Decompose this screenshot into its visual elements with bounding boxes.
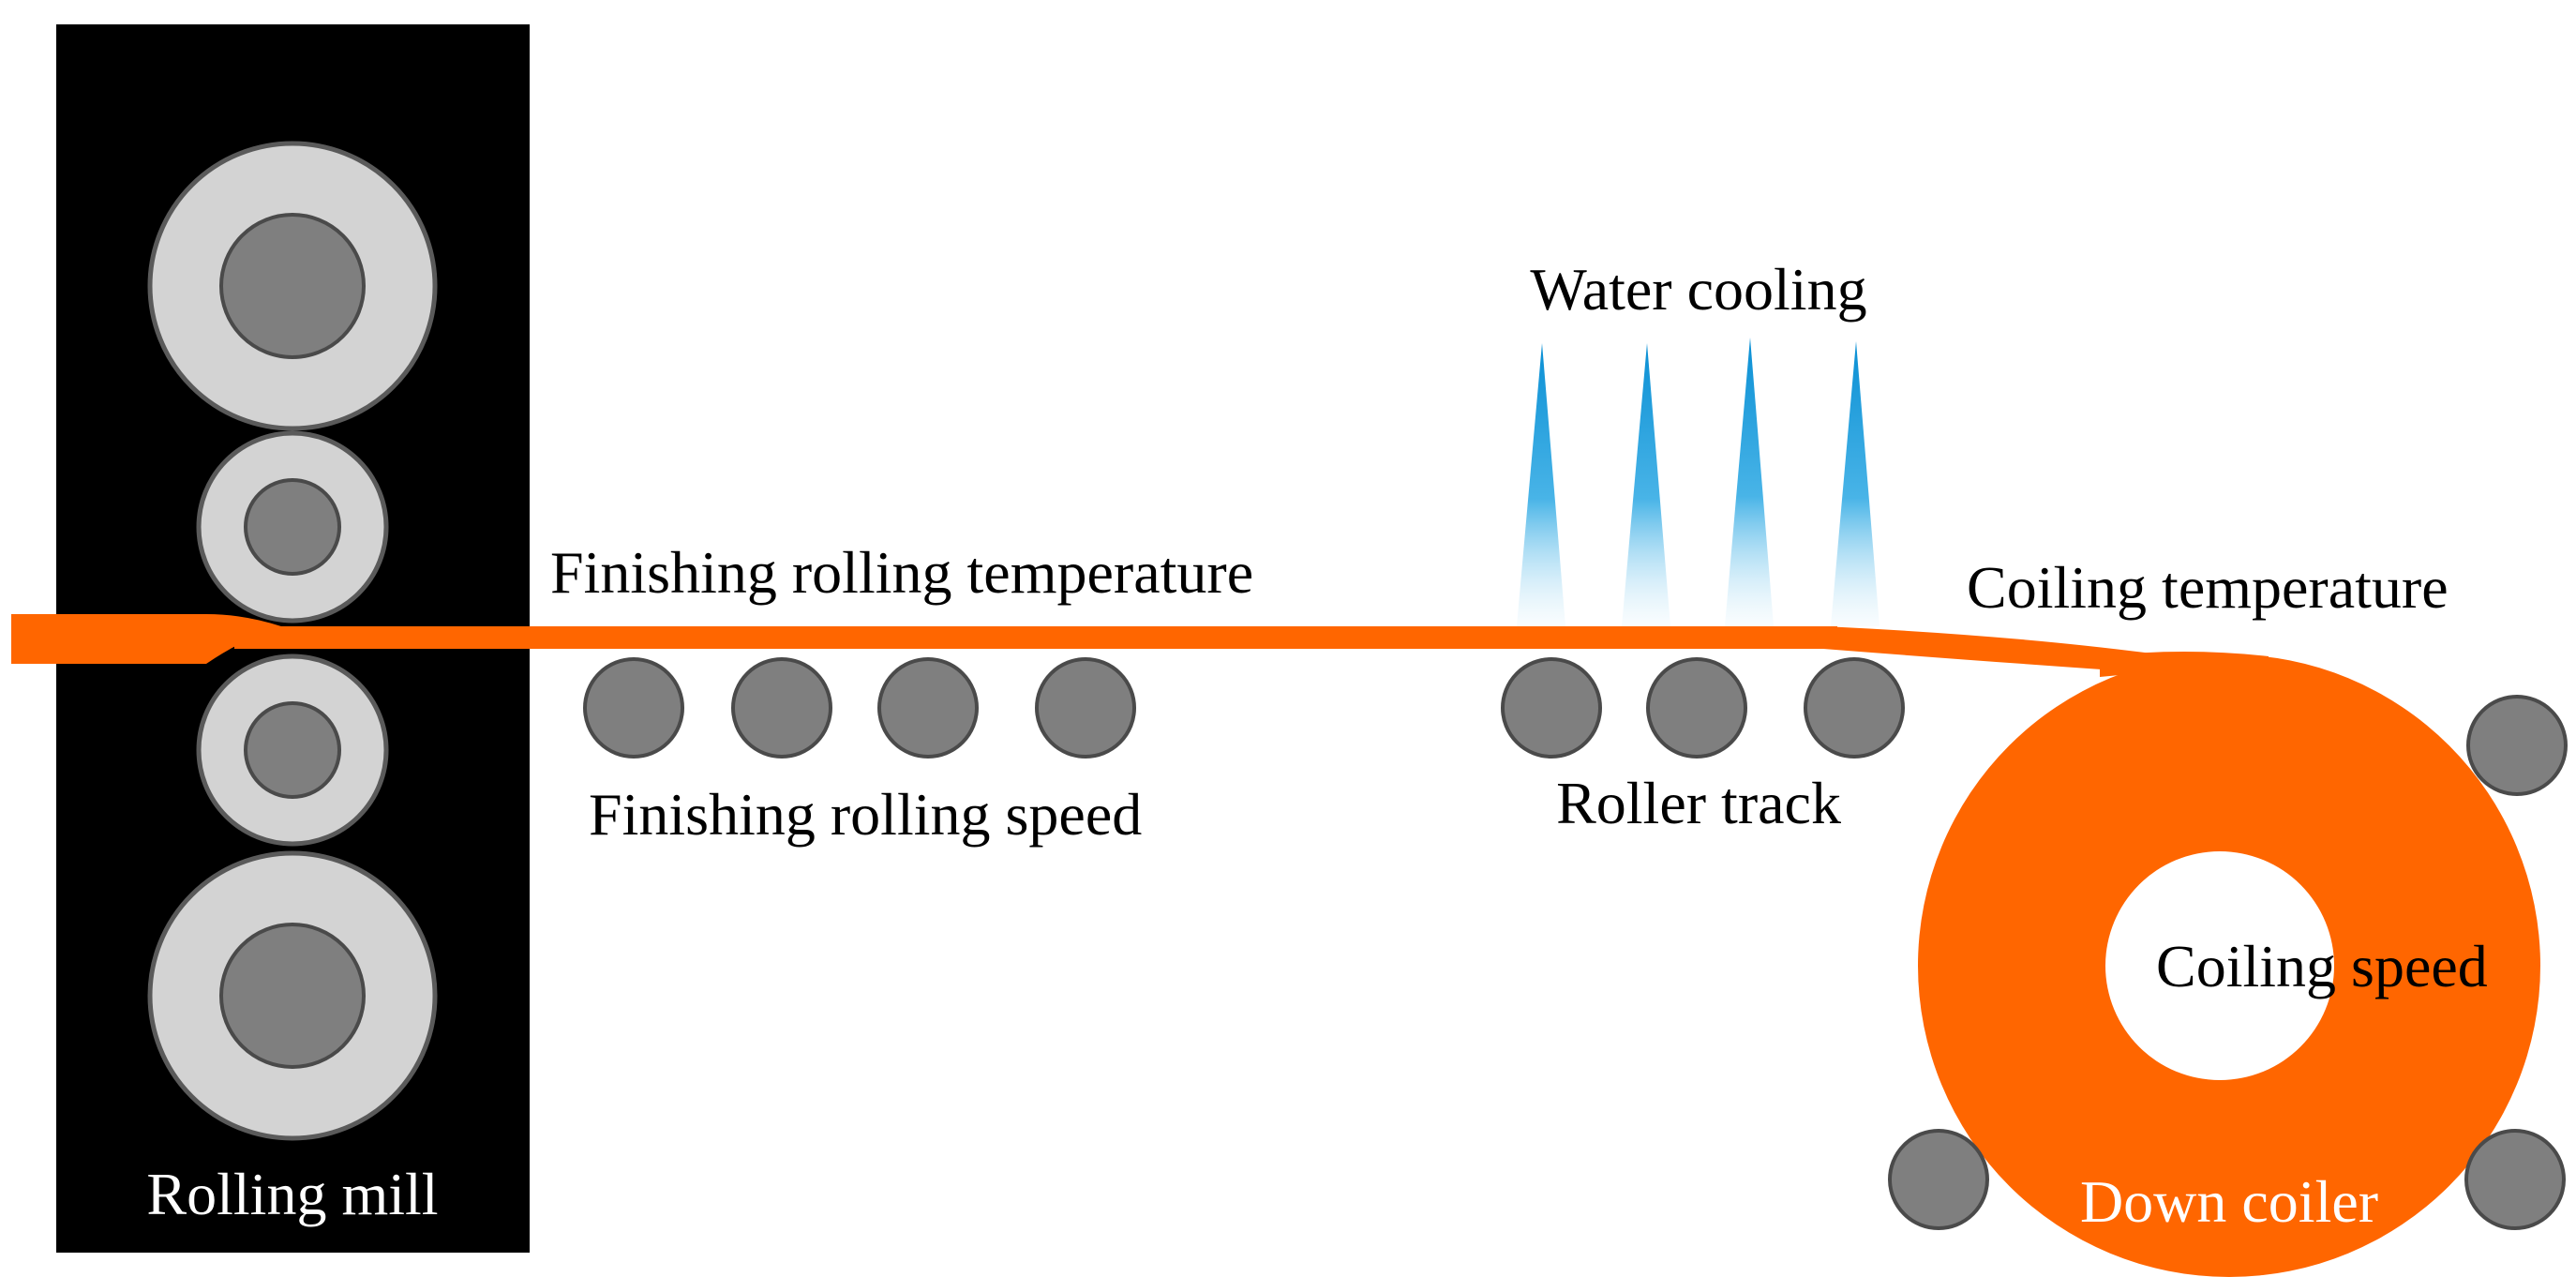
water-spray-icon <box>1517 343 1565 626</box>
finishing-rolling-speed-label: Finishing rolling speed <box>589 781 1142 848</box>
wrapper-roll-icon <box>2464 1129 2566 1230</box>
water-spray-icon <box>1831 341 1880 626</box>
water-spray-icon <box>1725 338 1774 626</box>
roller-icon <box>1501 657 1602 759</box>
roller-icon <box>1035 657 1136 759</box>
roller-icon <box>583 657 684 759</box>
top-backup-roll-icon <box>147 141 438 431</box>
bottom-work-roll-icon <box>196 654 389 847</box>
coil-core <box>2105 851 2334 1080</box>
finishing-roller-table <box>583 657 1136 759</box>
coiling-temperature-label: Coiling temperature <box>1967 554 2449 621</box>
down-coiler-label: Down coiler <box>2080 1168 2378 1235</box>
finishing-rolling-temperature-label: Finishing rolling temperature <box>550 539 1253 606</box>
steel-strip <box>11 614 2269 677</box>
down-coiler: Down coiler <box>1888 654 2568 1277</box>
bottom-backup-roll-icon <box>147 850 438 1141</box>
roller-icon <box>877 657 979 759</box>
water-spray-icon <box>1622 343 1670 626</box>
wrapper-roll-icon <box>1888 1129 1989 1230</box>
pinch-roll-icon <box>2466 695 2568 796</box>
rolling-mill-label: Rolling mill <box>146 1161 438 1227</box>
roller-icon <box>1804 657 1905 759</box>
top-work-roll-icon <box>196 430 389 623</box>
water-cooling-sprays <box>1517 338 1880 626</box>
roller-track-label: Roller track <box>1556 770 1841 836</box>
roller-icon <box>1646 657 1747 759</box>
roller-icon <box>731 657 832 759</box>
strip-entry <box>11 614 281 664</box>
coiling-speed-label: Coiling speed <box>2156 933 2488 999</box>
cooling-roller-track <box>1501 657 1905 759</box>
strip-main <box>234 626 1837 649</box>
water-cooling-label: Water cooling <box>1530 256 1866 323</box>
